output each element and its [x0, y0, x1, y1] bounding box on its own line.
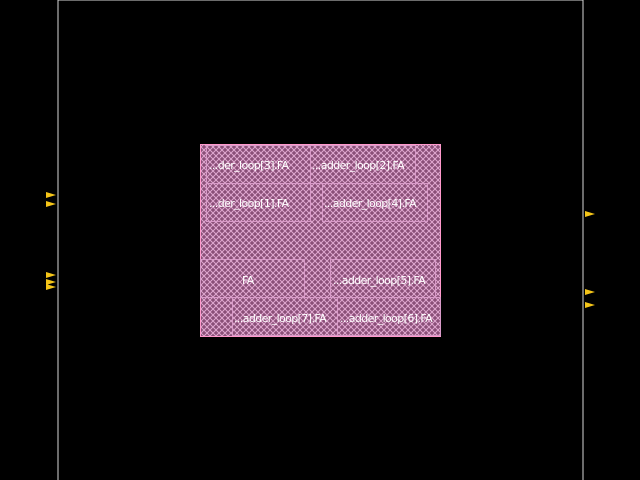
cell-adder-loop-4[interactable]: ...adder_loop[4].FA: [322, 183, 428, 222]
cell-fa[interactable]: FA: [200, 259, 305, 298]
cell-label: FA: [242, 274, 255, 287]
io-pins: [46, 192, 595, 308]
cell-adder-loop-3[interactable]: ...der_loop[3].FA: [206, 145, 311, 184]
left-pin-4[interactable]: [46, 279, 56, 285]
standard-cells: ...der_loop[3].FA ...adder_loop[2].FA ..…: [200, 145, 441, 336]
cell-label: ...adder_loop[4].FA: [324, 197, 417, 210]
left-pin-5[interactable]: [46, 284, 56, 290]
die-boundary: [57, 0, 584, 480]
cell-label: ...adder_loop[2].FA: [312, 159, 405, 172]
cell-adder-loop-5[interactable]: ...adder_loop[5].FA: [330, 259, 436, 298]
cell-label: ...der_loop[3].FA: [209, 159, 290, 172]
left-pin-3[interactable]: [46, 272, 56, 278]
left-pin-1[interactable]: [46, 192, 56, 198]
cell-label: ...adder_loop[5].FA: [333, 274, 426, 287]
cell-label: ...adder_loop[7].FA: [234, 312, 327, 325]
cell-label: ...adder_loop[6].FA: [340, 312, 433, 325]
cell-adder-loop-1[interactable]: ...der_loop[1].FA: [206, 183, 311, 222]
cell-adder-loop-2[interactable]: ...adder_loop[2].FA: [310, 145, 416, 184]
right-pin-3[interactable]: [585, 302, 595, 308]
cell-label: ...der_loop[1].FA: [209, 197, 290, 210]
cell-adder-loop-6[interactable]: ...adder_loop[6].FA: [337, 297, 441, 336]
right-pin-1[interactable]: [585, 211, 595, 217]
left-pin-2[interactable]: [46, 201, 56, 207]
right-pin-2[interactable]: [585, 289, 595, 295]
cell-adder-loop-7[interactable]: ...adder_loop[7].FA: [232, 297, 338, 336]
